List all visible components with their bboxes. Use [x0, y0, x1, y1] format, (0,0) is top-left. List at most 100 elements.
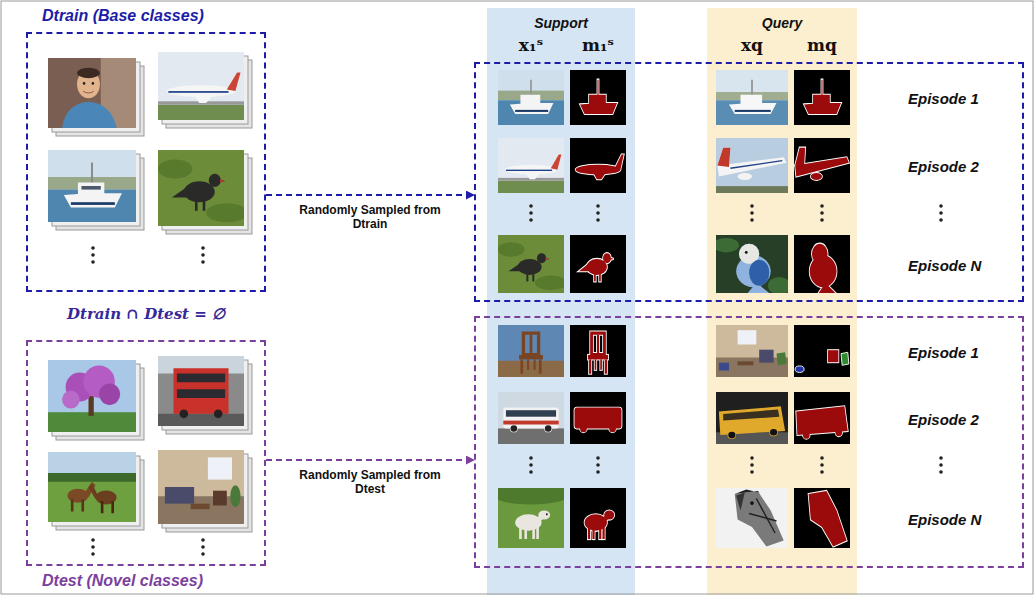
- ellipsis-dots-part: [939, 463, 943, 467]
- airplane-mask-part: [795, 148, 849, 180]
- airplane-photo: [158, 52, 244, 120]
- bus-mask-part: [796, 406, 848, 439]
- horse-mask: [570, 488, 626, 548]
- bird-photo-part: [546, 257, 550, 259]
- ellipsis-dots-part: [529, 456, 533, 460]
- room-photo-part: [719, 363, 729, 371]
- column-heading: Support: [534, 15, 588, 31]
- horses-photo-part: [48, 452, 136, 522]
- ellipsis-dots-part: [820, 211, 824, 215]
- room-photo-part: [776, 352, 786, 365]
- chair-photo: [498, 325, 564, 377]
- episode-label: Episode 2: [908, 158, 979, 175]
- airplane-photo-part: [498, 138, 564, 193]
- bus-photo: [498, 392, 564, 444]
- bus-photo-part: [177, 389, 225, 398]
- airplane-photo-part: [717, 148, 730, 167]
- chair-photo-part: [498, 361, 564, 377]
- airplane-mask-part: [576, 155, 624, 180]
- bird-photo-part: [535, 276, 567, 291]
- text-holder: x₁ˢ: [519, 35, 543, 55]
- boat-photo-part: [91, 163, 92, 183]
- person-photo-part: [77, 68, 100, 79]
- horses-photo-part: [67, 489, 88, 503]
- room-photo-part: [716, 325, 788, 377]
- disjoint-note: Dtrain ∩ Dtest = ∅: [67, 305, 225, 323]
- person-photo-part: [92, 82, 95, 85]
- horses-photo-part: [48, 473, 136, 482]
- horse-photo-part: [515, 511, 550, 540]
- ellipsis-dots-part: [820, 204, 824, 208]
- chair-mask-part: [570, 325, 626, 377]
- ellipsis-dots-part: [201, 545, 205, 549]
- boat-photo: [498, 70, 564, 125]
- boat-photo-part: [751, 80, 752, 95]
- bird-photo-part: [736, 244, 771, 293]
- pool-heading: Dtest (Novel classes): [42, 572, 203, 590]
- boat-photo-part: [498, 70, 564, 125]
- ellipsis-dots-part: [529, 211, 533, 215]
- room-mask-part: [795, 366, 804, 373]
- airplane-mask-part: [795, 148, 849, 180]
- airplane-photo-part: [158, 52, 244, 120]
- airplane-mask-part: [794, 138, 850, 193]
- ellipsis-dots-part: [750, 211, 754, 215]
- ellipsis-dots-part: [750, 456, 754, 460]
- mask-symbol: m₁ˢ: [582, 35, 614, 55]
- room-mask-part: [828, 350, 839, 363]
- room-photo-part: [230, 485, 240, 507]
- room-photo-part: [158, 450, 244, 524]
- text-holder: Dtrain ∩ Dtest = ∅: [67, 305, 225, 323]
- ellipsis-dots-part: [820, 218, 824, 222]
- bus-photo-part: [498, 392, 564, 444]
- chair-mask: [570, 325, 626, 377]
- person-photo-part: [83, 82, 86, 85]
- bus-mask-part: [794, 392, 850, 444]
- bus-photo-part: [173, 368, 228, 414]
- airplane-mask: [570, 138, 626, 193]
- ellipsis-dots-part: [529, 463, 533, 467]
- tree-photo-part: [99, 383, 120, 405]
- bus-photo-part: [511, 425, 518, 432]
- ellipsis-dots-part: [596, 204, 600, 208]
- bus-photo-part: [503, 421, 558, 425]
- text-holder: xq: [741, 35, 763, 55]
- bird-mask-part: [810, 244, 837, 293]
- bus-mask-part: [574, 408, 621, 433]
- bus-photo-part: [728, 432, 735, 439]
- room-mask-part: [794, 325, 850, 377]
- bird-mask-part: [794, 235, 850, 293]
- horses-photo-part: [71, 499, 74, 511]
- ellipsis-dots-part: [820, 470, 824, 474]
- airplane-photo-part: [168, 91, 228, 93]
- bus-photo: [158, 356, 244, 426]
- horse-head-photo-part: [750, 501, 754, 505]
- person-photo-part: [48, 58, 136, 128]
- bus-photo-part: [158, 356, 244, 426]
- boat-mask-part: [804, 80, 841, 114]
- room-photo-part: [191, 504, 210, 510]
- room-photo-part: [165, 487, 194, 504]
- bird-mask-part: [570, 235, 626, 293]
- boat-photo-part: [64, 163, 122, 208]
- text-holder: Episode 2: [908, 411, 979, 429]
- horse-head-mask: [794, 488, 850, 548]
- text-holder: Episode N: [908, 511, 981, 529]
- ellipsis-dots-part: [596, 218, 600, 222]
- ellipsis-dots-part: [91, 552, 95, 556]
- bird-mask: [794, 235, 850, 293]
- airplane-photo-part: [227, 72, 241, 91]
- ellipsis-dots-part: [750, 463, 754, 467]
- ellipsis-dots-part: [201, 253, 205, 257]
- bird-photo: [713, 235, 791, 294]
- boat-mask-part: [580, 80, 617, 114]
- airplane-photo: [498, 138, 564, 193]
- episode-label: Episode N: [908, 511, 981, 528]
- bird-photo-part: [713, 238, 739, 253]
- ellipsis-dots-part: [596, 470, 600, 474]
- text-holder: Randomly Sampled from Dtest: [295, 468, 445, 497]
- ellipsis-dots-part: [939, 470, 943, 474]
- bird-photo-part: [220, 179, 225, 182]
- bus-mask-part: [570, 392, 626, 444]
- ellipsis-dots-part: [201, 538, 205, 542]
